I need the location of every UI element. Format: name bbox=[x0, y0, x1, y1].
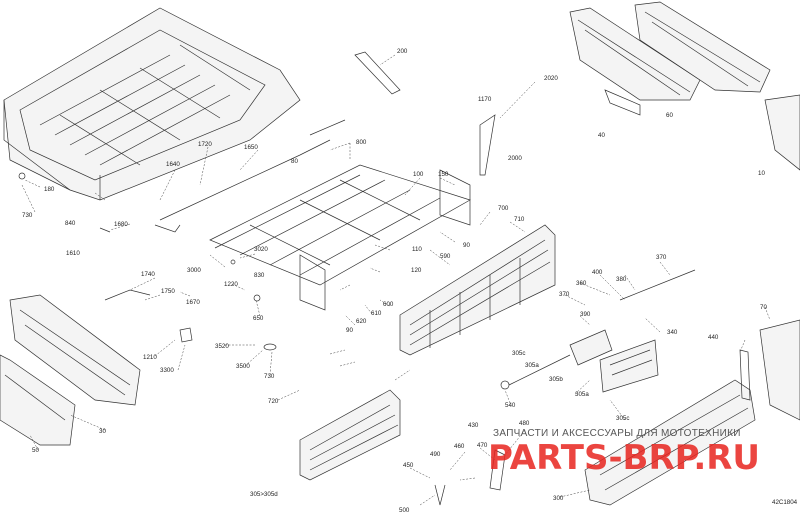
part-label: 100 bbox=[413, 171, 424, 178]
part-label: 650 bbox=[253, 315, 264, 322]
part-label: 1610 bbox=[66, 250, 80, 257]
part-label: 620 bbox=[356, 318, 367, 325]
part-label: 730 bbox=[22, 212, 33, 219]
part-label: 305c bbox=[512, 350, 525, 357]
hardware-illustrations bbox=[230, 259, 506, 506]
part-label: 440 bbox=[708, 334, 719, 341]
part-label: 110 bbox=[412, 246, 422, 253]
part-label: 90 bbox=[463, 242, 470, 249]
part-label: 830 bbox=[254, 272, 265, 279]
latch-assembly-illustration bbox=[500, 329, 659, 393]
part-label: 590 bbox=[440, 253, 451, 260]
part-label: 3520 bbox=[215, 343, 229, 350]
side-panel-illustrations bbox=[569, 1, 800, 421]
part-label: 180 bbox=[44, 186, 55, 193]
part-label: 540 bbox=[505, 402, 516, 409]
part-label: 400 bbox=[592, 269, 603, 276]
part-label: 430 bbox=[468, 422, 479, 429]
part-label: 1650 bbox=[244, 144, 258, 151]
part-label: 70 bbox=[760, 304, 767, 311]
tailgate-outer-illustration bbox=[584, 349, 756, 506]
part-label: 2000 bbox=[508, 155, 522, 162]
part-label: 360 bbox=[576, 280, 587, 287]
cargo-box-illustration bbox=[3, 7, 301, 201]
part-label: 1740 bbox=[141, 271, 155, 278]
part-label: 370 bbox=[656, 254, 667, 261]
tailgate-grille-illustration bbox=[299, 224, 556, 481]
part-label: 370 bbox=[559, 291, 570, 298]
part-label: 305b bbox=[549, 376, 563, 383]
part-label: 1170 bbox=[478, 96, 492, 103]
part-label: 305a bbox=[525, 362, 539, 369]
part-label: 490 bbox=[430, 451, 441, 458]
part-label: 200 bbox=[397, 48, 408, 55]
part-label: 150 bbox=[438, 171, 449, 178]
part-label: 90 bbox=[346, 327, 353, 334]
part-label: 80 bbox=[291, 158, 298, 165]
part-label: 1750 bbox=[161, 288, 175, 295]
part-label: 305>305d bbox=[250, 491, 278, 498]
part-label: 305a bbox=[575, 391, 589, 398]
part-label: 305c bbox=[616, 415, 629, 422]
part-label: 3300 bbox=[160, 367, 174, 374]
part-label: 600 bbox=[383, 301, 394, 308]
part-label: 470 bbox=[477, 442, 488, 449]
leader-lines bbox=[21, 54, 771, 506]
part-label: 800 bbox=[356, 139, 367, 146]
part-label: 30 bbox=[99, 428, 106, 435]
rods-and-latches bbox=[99, 51, 696, 343]
part-label: 60 bbox=[666, 112, 673, 119]
part-label: 40 bbox=[598, 132, 605, 139]
part-label: 730 bbox=[264, 373, 275, 380]
left-side-panel-illustrations bbox=[0, 294, 141, 446]
part-label: 1720 bbox=[198, 141, 212, 148]
part-label: 1670 bbox=[186, 299, 200, 306]
part-label: 1210 bbox=[143, 354, 157, 361]
part-label: 2020 bbox=[544, 75, 558, 82]
part-label: 340 bbox=[667, 329, 678, 336]
part-label: 3020 bbox=[254, 246, 268, 253]
part-label: 720 bbox=[268, 398, 279, 405]
part-label: 3000 bbox=[187, 267, 201, 274]
part-label: 1640 bbox=[166, 161, 180, 168]
part-label: 10 bbox=[758, 170, 765, 177]
watermark-logo: PARTS-BRP.RU bbox=[488, 438, 760, 478]
part-label: 710 bbox=[514, 216, 525, 223]
part-label: 460 bbox=[454, 443, 465, 450]
part-label: 610 bbox=[371, 310, 382, 317]
diagram-reference-code: 42C1804 bbox=[772, 499, 798, 506]
part-label: 390 bbox=[580, 311, 591, 318]
part-label: 1680 bbox=[114, 221, 128, 228]
part-label: 1220 bbox=[224, 281, 238, 288]
part-label: 3500 bbox=[236, 363, 250, 370]
part-number-labels: 200 2020 1170 800 1720 1650 1640 80 1680… bbox=[22, 48, 798, 514]
part-label: 700 bbox=[498, 205, 509, 212]
part-label: 50 bbox=[32, 447, 39, 454]
part-label: 840 bbox=[65, 220, 76, 227]
part-label: 480 bbox=[519, 420, 530, 427]
watermark-caption: ЗАПЧАСТИ И АКСЕССУАРЫ ДЛЯ МОТОТЕХНИКИ bbox=[493, 428, 741, 439]
cargo-frame-illustration bbox=[209, 164, 471, 311]
part-label: 120 bbox=[411, 267, 422, 274]
part-label: 380 bbox=[616, 276, 627, 283]
part-label: 300 bbox=[553, 495, 564, 502]
part-label: 500 bbox=[399, 507, 410, 514]
part-label: 450 bbox=[403, 462, 414, 469]
watermark: ЗАПЧАСТИ И АКСЕССУАРЫ ДЛЯ МОТОТЕХНИКИ PA… bbox=[488, 428, 760, 478]
